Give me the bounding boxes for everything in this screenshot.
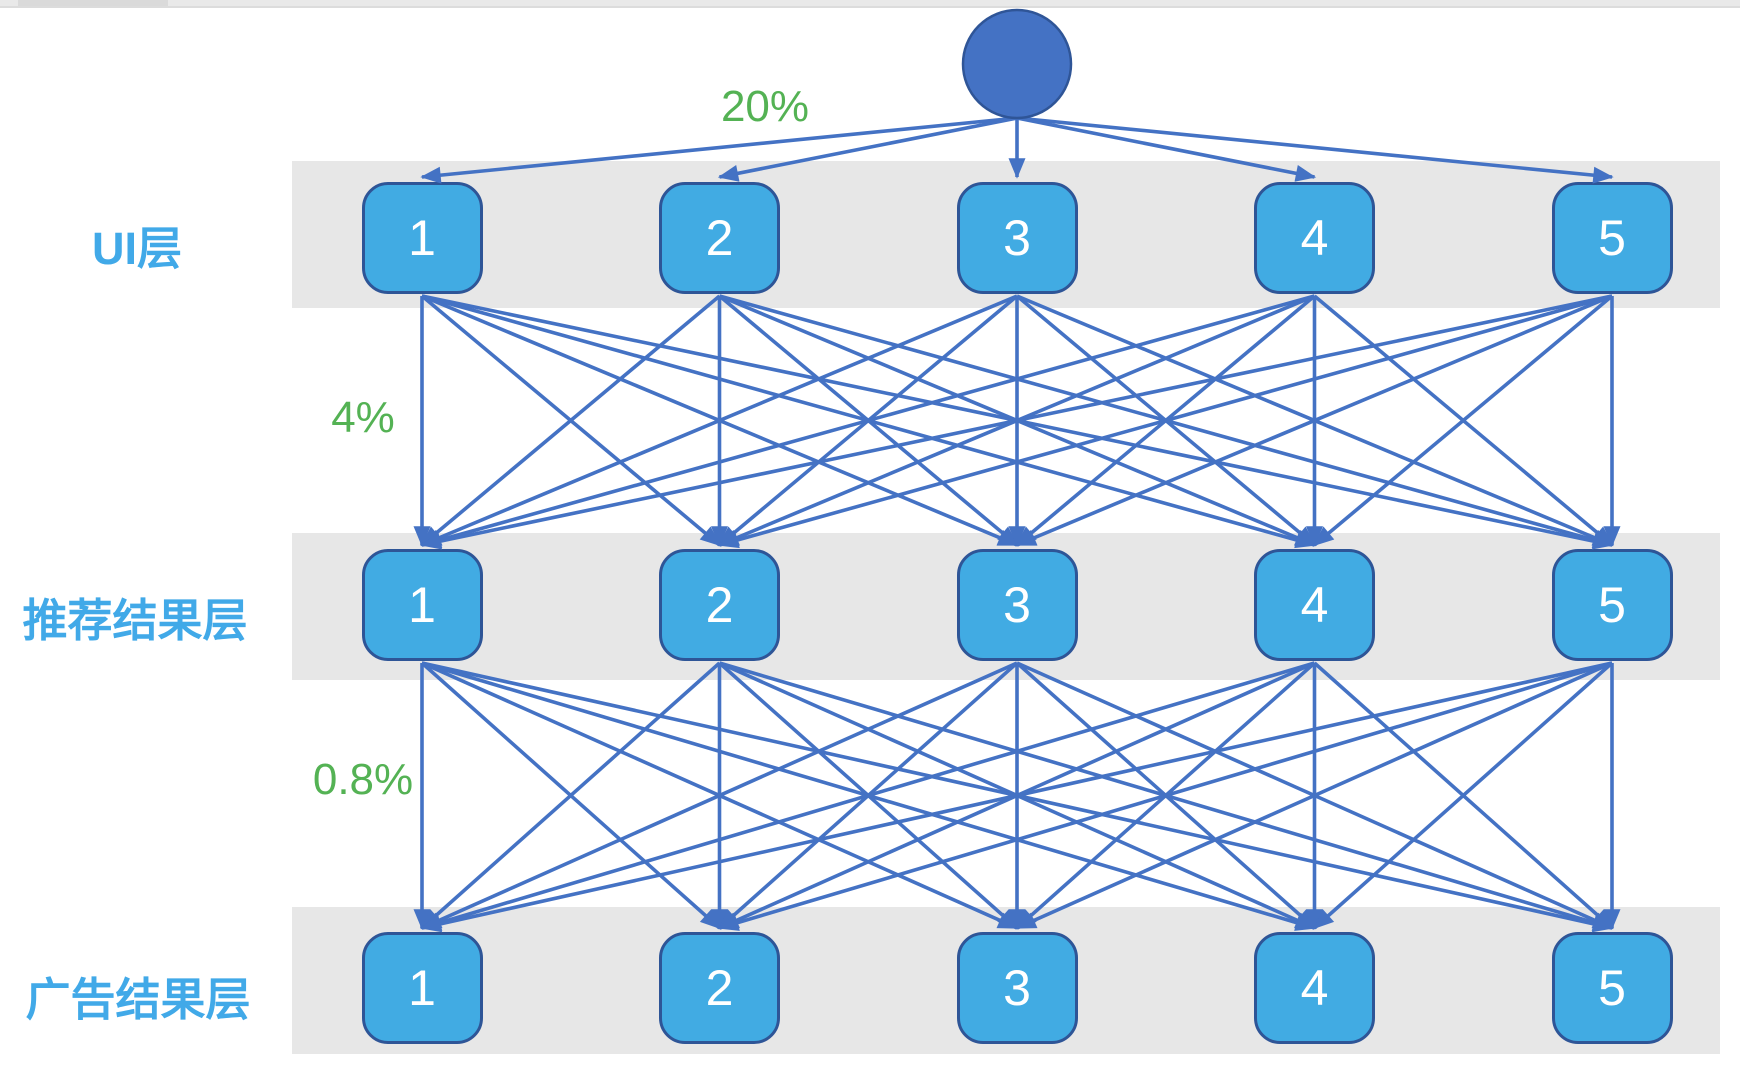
recommend-result-layer-label: 推荐结果层: [22, 595, 248, 646]
edge-arrow: [420, 294, 1018, 547]
traffic-source-node: [961, 8, 1073, 120]
edge-arrow: [1313, 294, 1614, 547]
edge-arrow: [717, 661, 1316, 930]
rate-label-recommend-layer: 4%: [331, 393, 395, 442]
edge-arrow: [718, 294, 1019, 547]
node-layer2-3: 3: [956, 549, 1078, 661]
node-number: 5: [1598, 577, 1626, 633]
edge-arrow: [420, 294, 721, 547]
edge-arrow: [1016, 661, 1614, 930]
window-top-strip: [0, 0, 1740, 8]
edge-arrow: [1015, 294, 1316, 547]
edge-arrow: [718, 661, 1019, 930]
edge-arrow: [420, 294, 721, 547]
edge-arrow: [420, 294, 1315, 549]
node-layer3-1: 1: [361, 932, 483, 1044]
node-number: 1: [408, 577, 436, 633]
edge-arrow: [718, 661, 1317, 930]
node-number: 4: [1300, 960, 1329, 1016]
edge-arrow: [718, 294, 1019, 547]
edge-arrow: [420, 661, 1018, 930]
edge-arrow: [421, 661, 1614, 933]
node-number: 2: [705, 960, 734, 1016]
edge-arrow: [421, 294, 1614, 550]
node-number: 2: [705, 577, 734, 633]
rate-label-ui-layer: 20%: [720, 82, 810, 131]
edge-arrow: [718, 661, 1019, 930]
ad-result-layer-label: 广告结果层: [25, 974, 251, 1025]
edge-arrow: [421, 661, 1019, 930]
edge-arrow: [420, 661, 721, 930]
node-number: 3: [1003, 210, 1031, 266]
node-number: 4: [1300, 577, 1329, 633]
edge-arrow: [1313, 294, 1614, 547]
node-layer2-4: 4: [1254, 549, 1375, 661]
node-layer2-5: 5: [1551, 549, 1673, 661]
ui-layer-label: UI层: [91, 223, 182, 274]
node-number: 1: [408, 210, 436, 266]
edge-arrow: [420, 294, 1613, 550]
node-number: 2: [705, 210, 734, 266]
edge-arrow: [717, 294, 1613, 549]
node-layer1-5: 5: [1551, 182, 1673, 294]
edge-arrow: [420, 661, 1316, 931]
node-layer1-3: 3: [956, 182, 1078, 294]
node-layer2-2: 2: [659, 549, 780, 661]
window-top-strip-segment: [18, 0, 168, 6]
edge-arrow: [718, 661, 1614, 931]
edge-arrow: [717, 294, 1316, 547]
node-layer3-2: 2: [659, 932, 780, 1044]
edge-arrow: [1015, 661, 1613, 930]
node-number: 1: [408, 960, 436, 1016]
node-number: 5: [1598, 960, 1626, 1016]
edge-arrow: [420, 661, 721, 930]
edge-arrow: [421, 661, 1317, 931]
node-layer1-4: 4: [1254, 182, 1375, 294]
edge-arrow: [1015, 661, 1316, 930]
node-layer1-2: 2: [659, 182, 780, 294]
node-number: 4: [1300, 210, 1329, 266]
node-layer1-1: 1: [361, 182, 483, 294]
edge-arrow: [1016, 294, 1614, 547]
node-layer2-1: 1: [361, 549, 483, 661]
node-layer3-3: 3: [956, 932, 1078, 1044]
edge-arrow: [1015, 661, 1316, 930]
node-number: 3: [1003, 960, 1031, 1016]
edge-arrow: [421, 294, 1019, 547]
node-number: 3: [1003, 577, 1031, 633]
edge-arrow: [717, 661, 1613, 931]
edge-arrow: [1313, 661, 1614, 930]
edge-arrow: [1015, 294, 1613, 547]
edge-arrow: [1015, 294, 1316, 547]
node-number: 5: [1598, 210, 1626, 266]
edge-arrow: [719, 294, 1614, 549]
edge-arrow: [718, 294, 1317, 547]
node-layer3-4: 4: [1254, 932, 1375, 1044]
edge-arrow: [421, 294, 1317, 549]
rate-label-ad-layer: 0.8%: [312, 755, 414, 804]
node-layer3-5: 5: [1551, 932, 1673, 1044]
edge-arrow: [1313, 661, 1614, 930]
edge-arrow: [420, 661, 1613, 933]
